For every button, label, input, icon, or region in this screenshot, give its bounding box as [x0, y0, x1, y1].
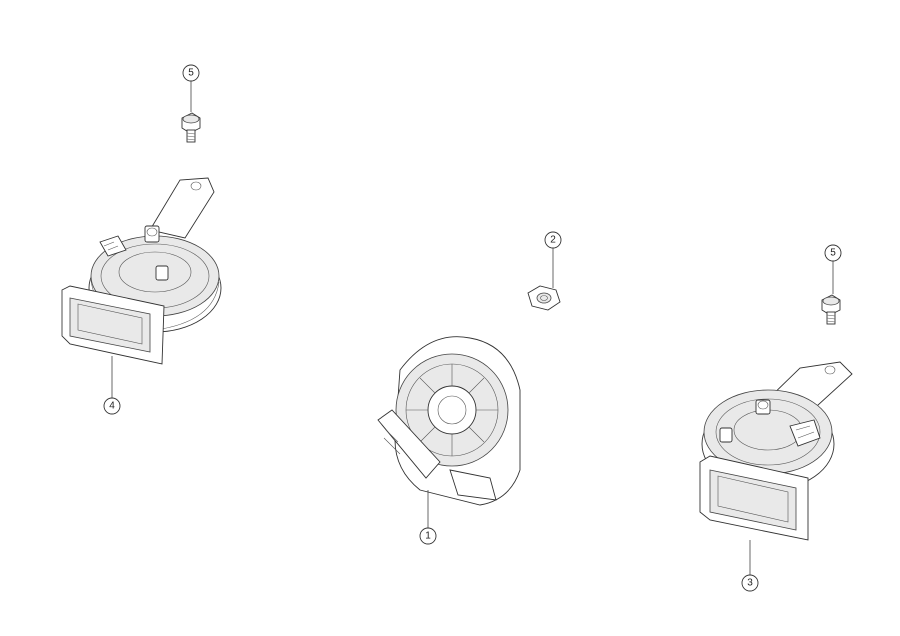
callout-3: 3	[741, 574, 759, 592]
callout-5-left: 5	[182, 64, 200, 82]
horn-left	[61, 177, 222, 365]
horn-center	[377, 336, 521, 506]
callout-2: 2	[544, 231, 562, 249]
nut-center	[527, 285, 561, 311]
svg-text:5: 5	[188, 68, 194, 79]
callout-4: 4	[103, 397, 121, 415]
callout-5-right: 5	[824, 244, 842, 262]
horn-right	[699, 361, 853, 541]
svg-text:3: 3	[747, 578, 753, 589]
bolt-right	[821, 294, 841, 325]
svg-text:2: 2	[550, 235, 556, 246]
svg-text:1: 1	[425, 531, 431, 542]
svg-text:5: 5	[830, 248, 836, 259]
bolt-left	[181, 112, 201, 143]
svg-text:4: 4	[109, 401, 115, 412]
callout-1: 1	[419, 527, 437, 545]
